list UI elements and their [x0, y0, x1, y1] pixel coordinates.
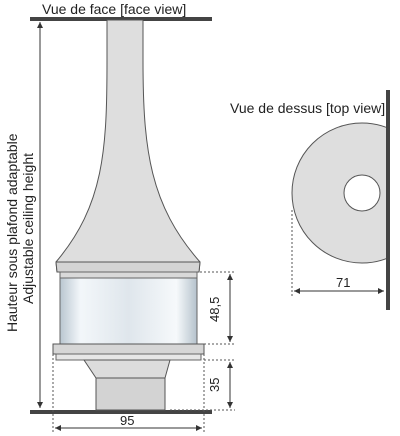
base-pillar — [95, 377, 166, 411]
hood — [55, 19, 201, 273]
hood-rim — [55, 261, 201, 273]
front-view-label: Vue de face [face view] — [42, 1, 187, 17]
glass-firebox — [59, 271, 198, 345]
glass-height-value: 48,5 — [207, 296, 222, 322]
height-label-en: Adjustable ceiling height — [20, 153, 36, 304]
top-view-label: Vue de dessus [top view] — [230, 100, 386, 116]
floor-line — [30, 410, 212, 414]
wall-edge — [386, 90, 390, 310]
hearth-plate — [52, 343, 205, 355]
width-value: 95 — [120, 413, 135, 428]
top-diameter-value: 71 — [336, 275, 351, 290]
glass-top-band — [59, 271, 198, 279]
base-funnel — [83, 359, 171, 379]
top-view-flue-hole — [343, 174, 381, 212]
under-plate — [55, 353, 202, 361]
ceiling-line — [30, 17, 212, 21]
base-height-value: 35 — [207, 377, 222, 392]
height-label-fr: Hauteur sous plafond adaptable — [4, 133, 20, 332]
